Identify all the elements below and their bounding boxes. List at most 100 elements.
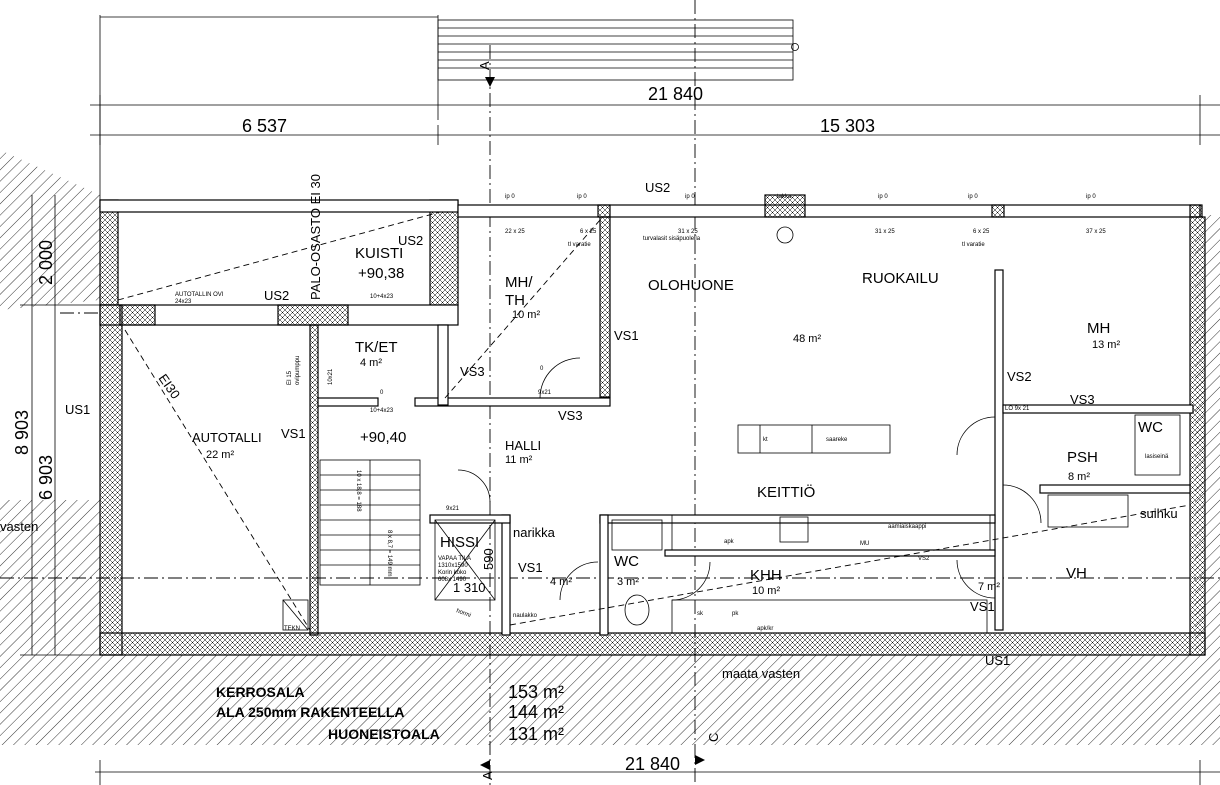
- label-autotallin-ovi-size: 24x23: [175, 299, 192, 305]
- label-ip0-1: ip 0: [505, 194, 515, 200]
- label-vs3-hall2: VS3: [558, 408, 583, 423]
- label-win-22x25: 22 x 25: [505, 229, 525, 235]
- label-vs3-psh: VS3: [1070, 392, 1095, 407]
- label-tekn: TEKN: [284, 626, 300, 632]
- room-main-level: +90,40: [360, 429, 406, 446]
- room-kuisti-level: +90,38: [358, 265, 404, 282]
- room-halli: HALLI: [505, 438, 541, 453]
- label-lasiseina: lasiseinä: [1145, 454, 1169, 460]
- label-ip0-3: ip 0: [685, 194, 695, 200]
- label-mu: MU: [860, 541, 869, 547]
- room-psh: PSH: [1067, 449, 1098, 466]
- label-ei15: EI 15: [287, 370, 293, 385]
- label-vs1-mh: VS1: [614, 328, 639, 343]
- label-apkkr: apk/kr: [757, 626, 773, 632]
- room-mh-th-line1: MH/: [505, 274, 533, 291]
- room-autotalli: AUTOTALLI: [192, 430, 262, 445]
- room-autotalli-area: 22 m²: [206, 449, 234, 461]
- dim-left-inner: 6 903: [36, 455, 56, 500]
- label-door-tk: 10+4x23: [370, 408, 394, 414]
- room-suihku: suihku: [1140, 506, 1178, 521]
- stair-info: 10 x 18,8 = 188: [355, 470, 361, 512]
- label-maata-vasten: maata vasten: [722, 666, 800, 681]
- label-ei30: EI30: [156, 371, 184, 402]
- label-ovipumppu: ovipumppu: [295, 356, 301, 385]
- label-lo-9x21: LO 9x 21: [1005, 406, 1030, 412]
- hissi-width: 590: [481, 548, 496, 570]
- label-zero-2: 0: [540, 366, 544, 372]
- fixtures: [117, 211, 1191, 634]
- dim-bottom-total: 21 840: [625, 754, 680, 774]
- hissi-info-1: VAPAA TILA: [438, 556, 471, 562]
- room-wc: WC: [614, 553, 639, 570]
- room-mh: MH: [1087, 320, 1110, 337]
- label-autotallin-ovi: AUTOTALLIN OVI: [175, 292, 224, 298]
- label-win-6x25-1: 6 x 25: [580, 229, 597, 235]
- section-a-top: A: [477, 61, 492, 70]
- room-keittio: KEITTIÖ: [757, 483, 815, 501]
- label-win-37x25: 37 x 25: [1086, 229, 1106, 235]
- label-saareke: saareke: [826, 437, 848, 443]
- section-a-bottom: A: [480, 771, 495, 780]
- label-aamiaiskaappi: aamiaiskaappi: [888, 524, 926, 530]
- room-narikka: narikka: [513, 525, 556, 540]
- label-turvalasit: turvalasit sisäpuolella: [643, 236, 701, 242]
- room-olohuone: OLOHUONE: [648, 277, 734, 294]
- hissi-info-3: Korin koko: [438, 570, 467, 576]
- summary-huoneistoala-label: HUONEISTOALA: [328, 726, 440, 742]
- walls: [99, 194, 1206, 656]
- dim-left-top: 2 000: [36, 240, 56, 285]
- label-tl-varatie-1: tl varatie: [568, 242, 591, 248]
- room-olohuone-area: 48 m²: [793, 333, 821, 345]
- label-apk: apk: [724, 539, 735, 545]
- room-mh-th-area: 10 m²: [512, 309, 540, 321]
- label-vasten-left: vasten: [0, 519, 38, 534]
- dimension-lines-bottom: [95, 760, 1220, 785]
- label-zero-1: 0: [380, 390, 384, 396]
- dim-left-total: 8 903: [12, 410, 32, 455]
- label-ip0-4: ip 0: [878, 194, 888, 200]
- dim-top-left: 6 537: [242, 116, 287, 136]
- summary-ala250-value: 144 m²: [508, 702, 564, 722]
- room-hissi: HISSI: [440, 534, 479, 551]
- room-tk-et-area: 4 m²: [360, 357, 382, 369]
- area-summary: KERROSALA 153 m² ALA 250mm RAKENTEELLA 1…: [216, 682, 564, 744]
- label-vs1-vh: VS1: [970, 599, 995, 614]
- room-vh: VH: [1066, 565, 1087, 582]
- label-us2-top: US2: [645, 180, 670, 195]
- label-palo-osasto: PALO-OSASTO EI 30: [308, 174, 323, 300]
- stair-info-2: 8 x 8,7 = 149 mm: [386, 530, 392, 577]
- label-door-9x21-halli: 9x21: [446, 506, 460, 512]
- label-win-31x25-1: 31 x 25: [678, 229, 698, 235]
- label-kt: kt: [763, 437, 768, 443]
- summary-ala250-label: ALA 250mm RAKENTEELLA: [216, 704, 405, 720]
- hissi-info-4: 608x 1490: [438, 577, 467, 583]
- label-us2-garage: US2: [264, 288, 289, 303]
- room-ruokailu: RUOKAILU: [862, 270, 939, 287]
- label-takka: takka: [777, 194, 792, 200]
- room-mh-area: 13 m²: [1092, 339, 1120, 351]
- room-narikka-area: 4 m²: [550, 576, 572, 588]
- annotation-labels: PALO-OSASTO EI 30 AUTOTALLIN OVI 24x23 E…: [0, 174, 1169, 681]
- label-door-9x21: 9x21: [538, 390, 552, 396]
- room-kuisti: KUISTI: [355, 245, 403, 262]
- terrain-hatching: [0, 150, 1220, 745]
- label-us2-kuisti: US2: [398, 233, 423, 248]
- label-ip0-5: ip 0: [968, 194, 978, 200]
- room-psh-area: 8 m²: [1068, 471, 1090, 483]
- room-khh-area: 10 m²: [752, 585, 780, 597]
- room-halli-area: 11 m²: [505, 454, 533, 466]
- label-us1-bottom: US1: [985, 653, 1010, 668]
- label-tl-varatie-2: tl varatie: [962, 242, 985, 248]
- label-vs2-mh: VS2: [1007, 369, 1032, 384]
- label-vs1-garage: VS1: [281, 426, 306, 441]
- label-vs2-khh: VS2: [918, 556, 930, 562]
- label-naulakko: naulakko: [513, 613, 538, 619]
- section-c: C: [706, 733, 721, 742]
- room-wc-psh: WC: [1138, 419, 1163, 436]
- dim-top-right: 15 303: [820, 116, 875, 136]
- room-vh-area: 7 m²: [978, 581, 1000, 593]
- summary-kerrosala-value: 153 m²: [508, 682, 564, 702]
- hissi-info-2: 1310x1590: [438, 563, 468, 569]
